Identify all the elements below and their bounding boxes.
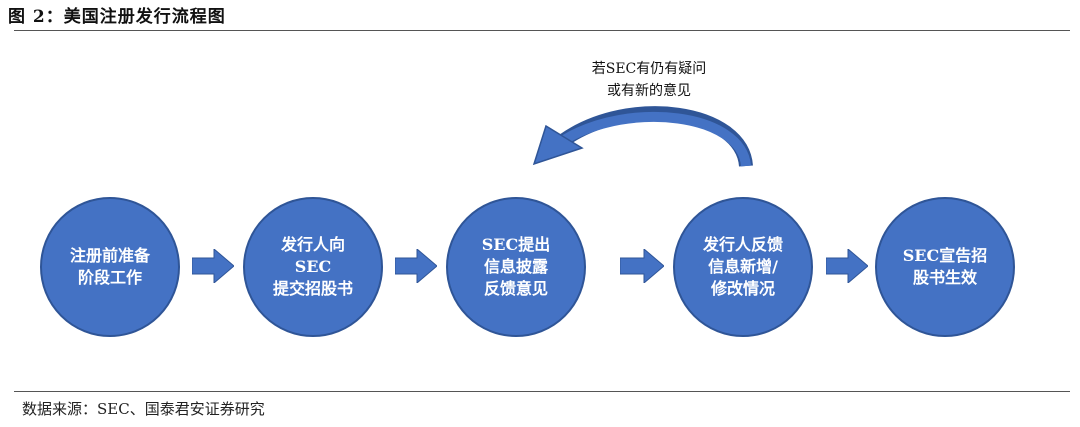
figure-source: 数据来源：SEC、国泰君安证券研究 [22,400,265,418]
diagram-frame [14,30,1070,392]
feedback-loop-label: 若SEC有仍有疑问 或有新的意见 [591,61,707,99]
flow-arrow-2 [395,249,437,283]
flow-arrow-4 [826,249,868,283]
stage-label: 发行人向 SEC 提交招股书 [272,235,353,298]
stage-label: SEC提出 信息披露 反馈意见 [481,235,551,298]
feedback-loop-arrow [532,106,753,168]
stage-issuer-response: 发行人反馈 信息新增/ 修改情况 [673,197,813,337]
stage-label: SEC宣告招 股书生效 [902,246,988,287]
stage-label: 注册前准备 阶段工作 [69,246,150,287]
figure-title: 图 2：美国注册发行流程图 [8,7,226,27]
flow-arrow-1 [192,249,234,283]
stage-submit-prospectus: 发行人向 SEC 提交招股书 [243,197,383,337]
stage-sec-feedback: SEC提出 信息披露 反馈意见 [446,197,586,337]
stage-pre-registration: 注册前准备 阶段工作 [40,197,180,337]
stage-effective: SEC宣告招 股书生效 [875,197,1015,337]
stage-label: 发行人反馈 信息新增/ 修改情况 [702,235,783,298]
flow-arrow-3 [620,249,664,283]
